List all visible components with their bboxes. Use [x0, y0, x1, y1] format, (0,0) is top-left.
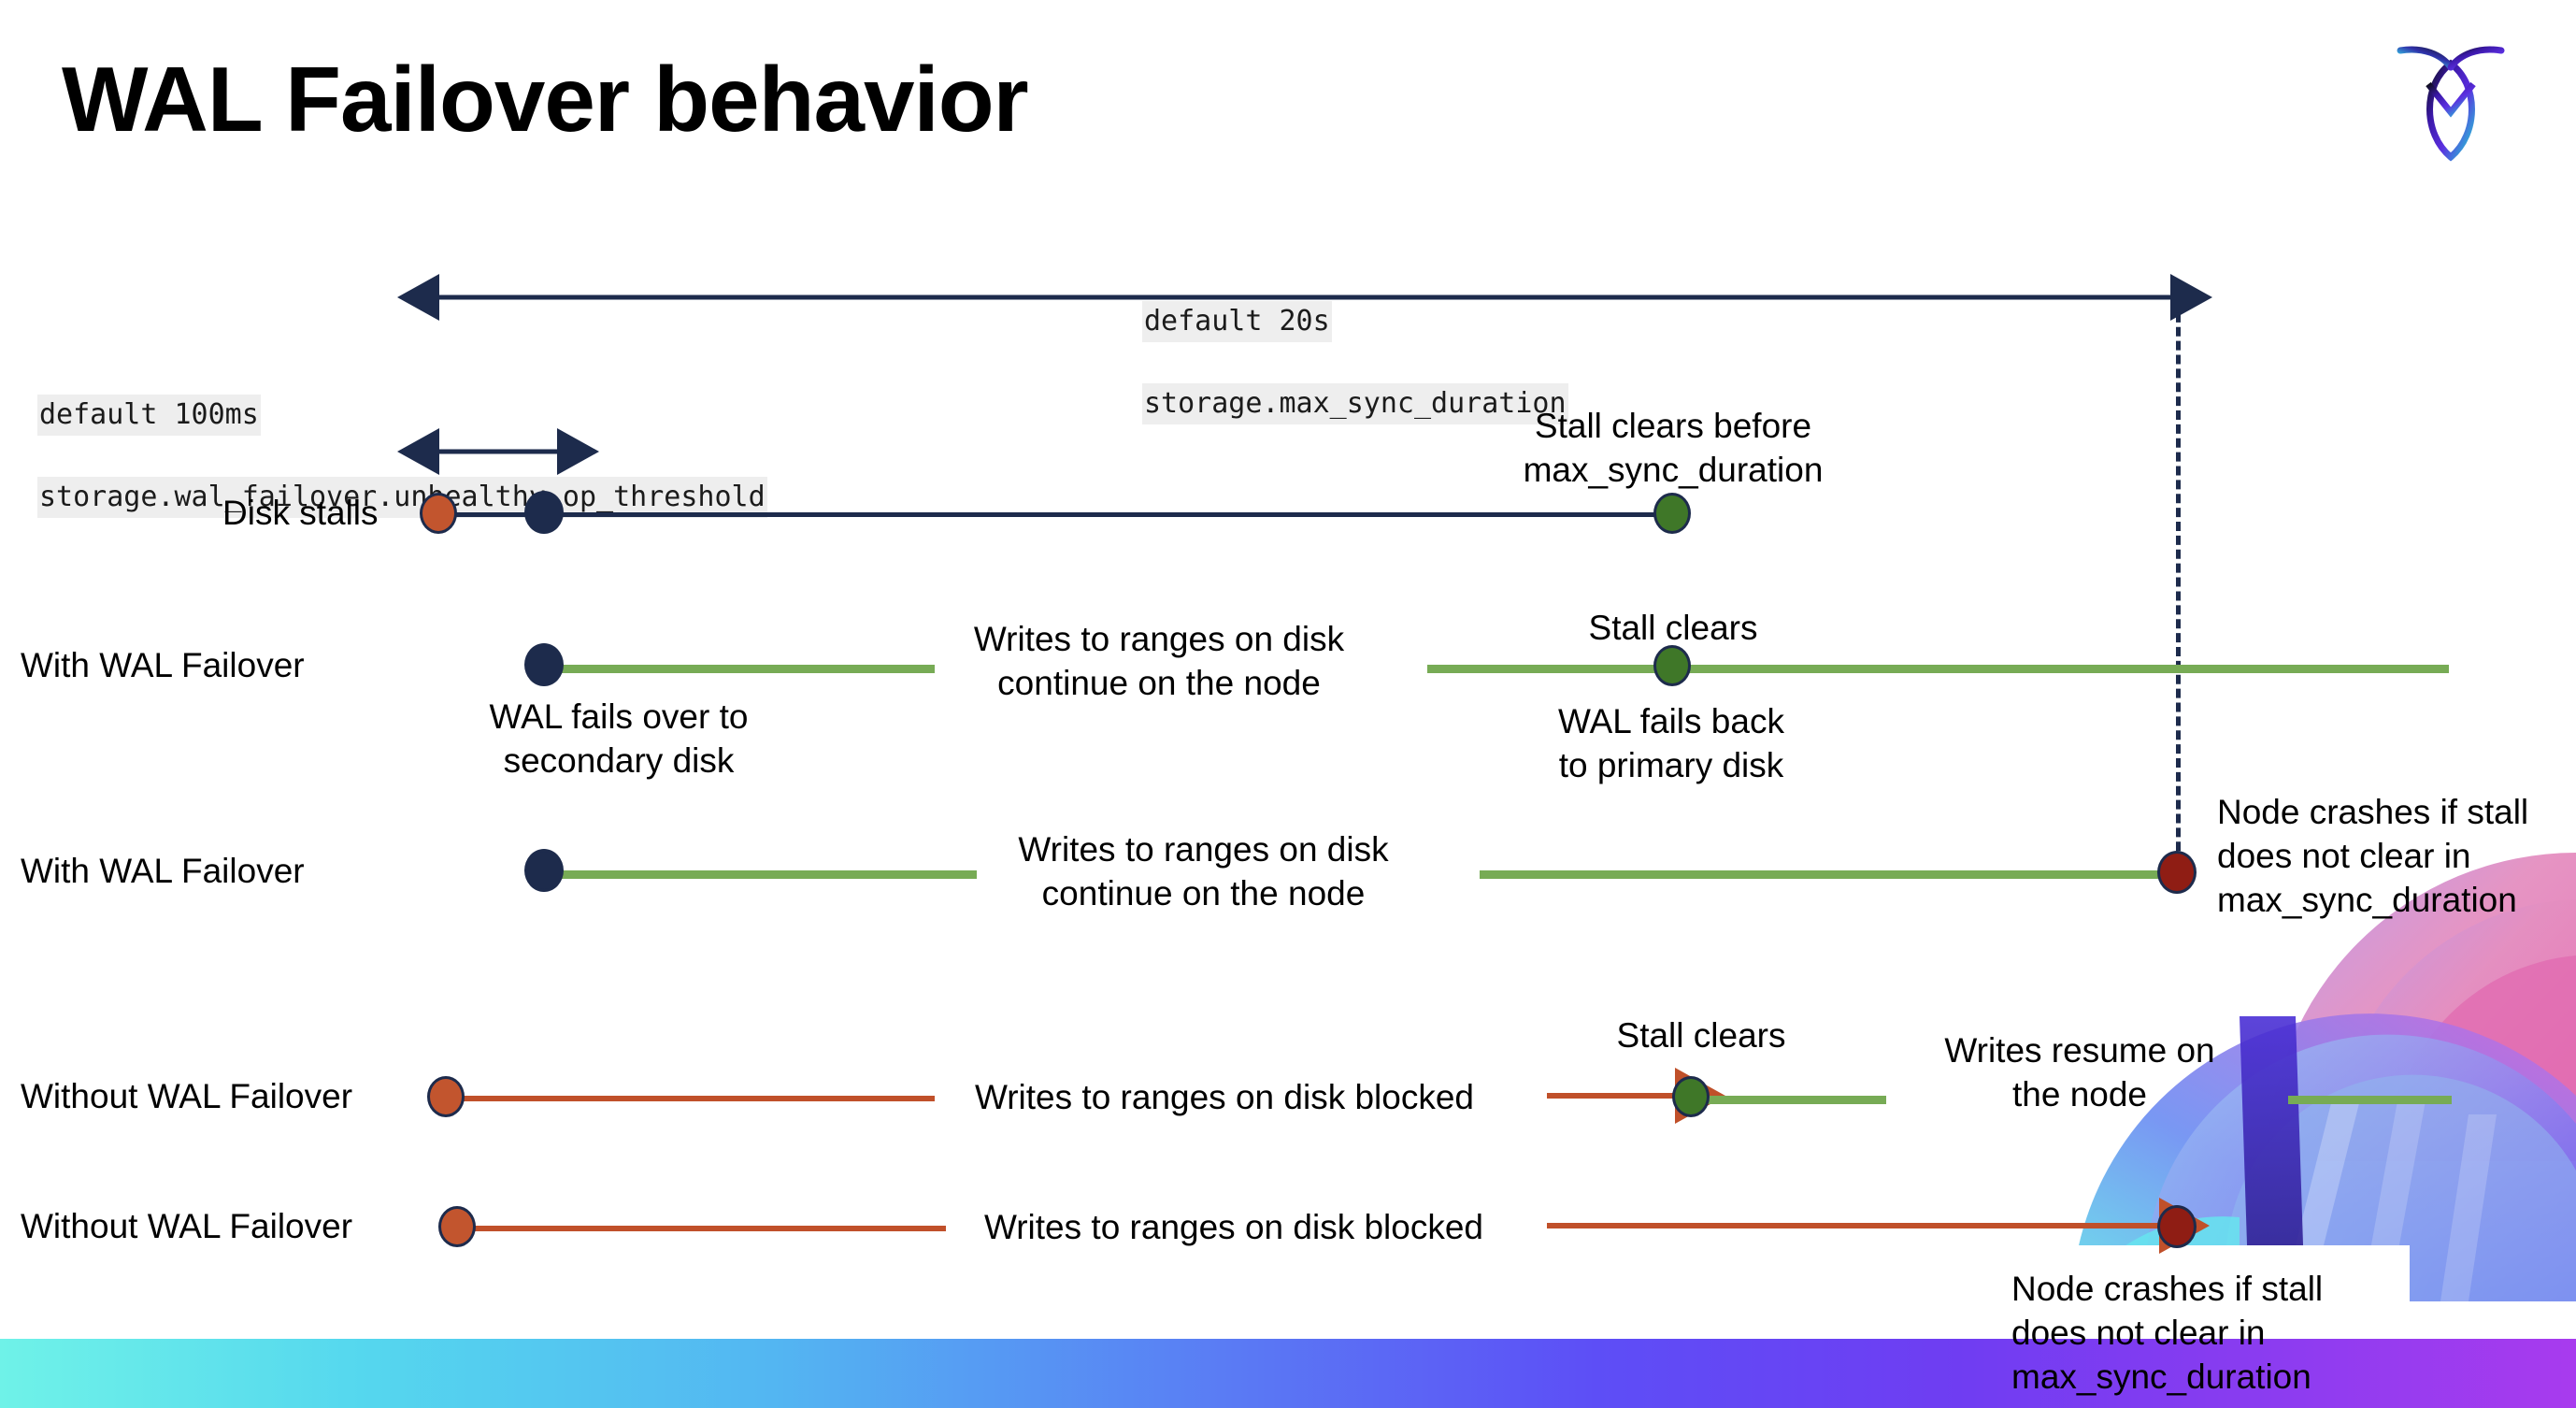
note-writes-resume-row4: Writes resume on the node: [1944, 1031, 2215, 1113]
note-writes-continue-row2: Writes to ranges on disk continue on the…: [973, 620, 1345, 702]
note-stall-clears-row4: Stall clears: [1616, 1016, 1786, 1055]
wal-failover-track-left-row2: [547, 665, 935, 673]
note-writes-blocked-row4: Writes to ranges on disk blocked: [974, 1078, 1475, 1116]
row-label-with-wal-failover-2: With WAL Failover: [21, 852, 305, 890]
disk-stalls-track: [437, 512, 1671, 517]
page-title: WAL Failover behavior: [62, 48, 1029, 151]
max-sync-setting: storage.max_sync_duration: [1142, 383, 1568, 424]
stall-clears-dot-row2: [1653, 645, 1691, 686]
unhealthy-default: default 100ms: [37, 395, 261, 436]
note-stall-clears-before-max-sync: Stall clears before max_sync_duration: [1523, 407, 1824, 489]
writes-blocked-track-row5: [460, 1226, 946, 1231]
row-label-disk-stalls: Disk stalls: [222, 494, 379, 532]
wal-failover-track-left-row3: [547, 870, 977, 879]
disk-stall-start-dot: [420, 493, 457, 534]
writes-resume-track-row4: [1699, 1096, 1886, 1104]
note-node-crashes-row3: Node crashes if stall does not clear in …: [2217, 793, 2529, 919]
node-crash-dot-row3: [2157, 851, 2197, 894]
disk-stall-start-dot-row5: [438, 1206, 476, 1247]
max-sync-duration-label: default 20s storage.max_sync_duration: [1142, 260, 1568, 424]
note-writes-continue-row3: Writes to ranges on disk continue on the…: [1018, 830, 1389, 912]
stall-clears-dot-row1: [1653, 493, 1691, 534]
row-label-without-wal-failover-2: Without WAL Failover: [21, 1207, 353, 1245]
writes-resume-track-row4-right: [2288, 1096, 2452, 1104]
wal-failover-track-right-row3: [1480, 870, 2176, 879]
row-label-with-wal-failover-1: With WAL Failover: [21, 646, 305, 684]
unhealthy-op-threshold-label: default 100ms storage.wal_failover.unhea…: [37, 353, 767, 518]
row-label-without-wal-failover-1: Without WAL Failover: [21, 1077, 353, 1115]
disk-stall-start-dot-row4: [427, 1076, 465, 1117]
cockroachdb-logo-icon: [2385, 26, 2516, 166]
node-crash-dot-row5: [2157, 1205, 2197, 1248]
stall-clears-dot-row4: [1672, 1076, 1710, 1117]
wal-failover-trigger-dot: [524, 491, 564, 534]
bottom-gradient-bar: [0, 1339, 2576, 1408]
wal-failover-start-dot-row3: [524, 849, 564, 892]
wal-failover-start-dot-row2: [524, 643, 564, 686]
note-node-crashes-row5: Node crashes if stall does not clear in …: [2011, 1270, 2324, 1396]
max-sync-dashed-connector: [2176, 299, 2181, 879]
note-wal-fails-over-row2: WAL fails over to secondary disk: [489, 697, 749, 780]
note-writes-blocked-row5: Writes to ranges on disk blocked: [983, 1208, 1484, 1246]
unhealthy-setting: storage.wal_failover.unhealthy_op_thresh…: [37, 477, 767, 518]
writes-blocked-track-row4: [449, 1096, 935, 1101]
max-sync-default: default 20s: [1142, 301, 1332, 342]
wal-failover-track-right-row2: [1427, 665, 2449, 673]
note-stall-clears-row2: Stall clears: [1588, 609, 1758, 647]
note-wal-fails-back-row2: WAL fails back to primary disk: [1558, 702, 1784, 784]
